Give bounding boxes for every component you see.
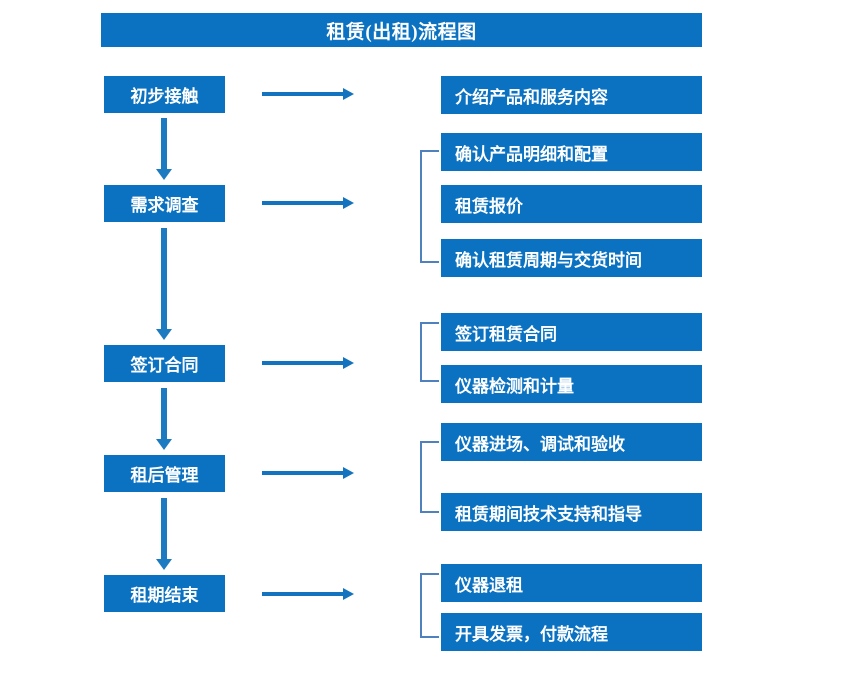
stage-box-needs-survey[interactable]: 需求调查 [104,185,225,222]
right-arrow-icon-group3 [262,357,354,369]
detail-box-instrument-entry-commissioning[interactable]: 仪器进场、调试和验收 [441,423,702,461]
right-arrow-icon-group2 [262,197,354,209]
detail-box-confirm-lease-period[interactable]: 确认租赁周期与交货时间 [441,239,702,277]
down-arrow-icon-stage2-stage3 [156,228,172,340]
down-arrow-icon-stage3-stage4 [156,388,172,450]
detail-box-rental-quotation[interactable]: 租赁报价 [441,185,702,223]
down-arrow-icon-stage1-stage2 [156,118,172,180]
down-arrow-icon-stage4-stage5 [156,498,172,570]
detail-box-instrument-inspection[interactable]: 仪器检测和计量 [441,365,702,403]
page-title: 租赁(出租)流程图 [101,13,702,47]
right-arrow-icon-group5 [262,588,354,600]
stage-box-post-rental-management[interactable]: 租后管理 [104,455,225,492]
detail-box-introduce-products[interactable]: 介绍产品和服务内容 [441,76,702,114]
left-bracket-icon-group4 [420,441,439,513]
stage-box-lease-end[interactable]: 租期结束 [104,575,225,612]
left-bracket-icon-group5 [420,573,439,638]
stage-box-sign-contract[interactable]: 签订合同 [104,345,225,382]
right-arrow-icon-group1 [262,88,354,100]
stage-box-initial-contact[interactable]: 初步接触 [104,76,225,113]
detail-box-sign-lease-contract[interactable]: 签订租赁合同 [441,313,702,351]
detail-box-confirm-product-spec[interactable]: 确认产品明细和配置 [441,133,702,171]
detail-box-invoice-payment[interactable]: 开具发票，付款流程 [441,613,702,651]
detail-box-instrument-return[interactable]: 仪器退租 [441,564,702,602]
left-bracket-icon-group3 [420,322,439,382]
right-arrow-icon-group4 [262,467,354,479]
detail-box-technical-support[interactable]: 租赁期间技术支持和指导 [441,493,702,531]
left-bracket-icon-group2 [420,150,439,263]
